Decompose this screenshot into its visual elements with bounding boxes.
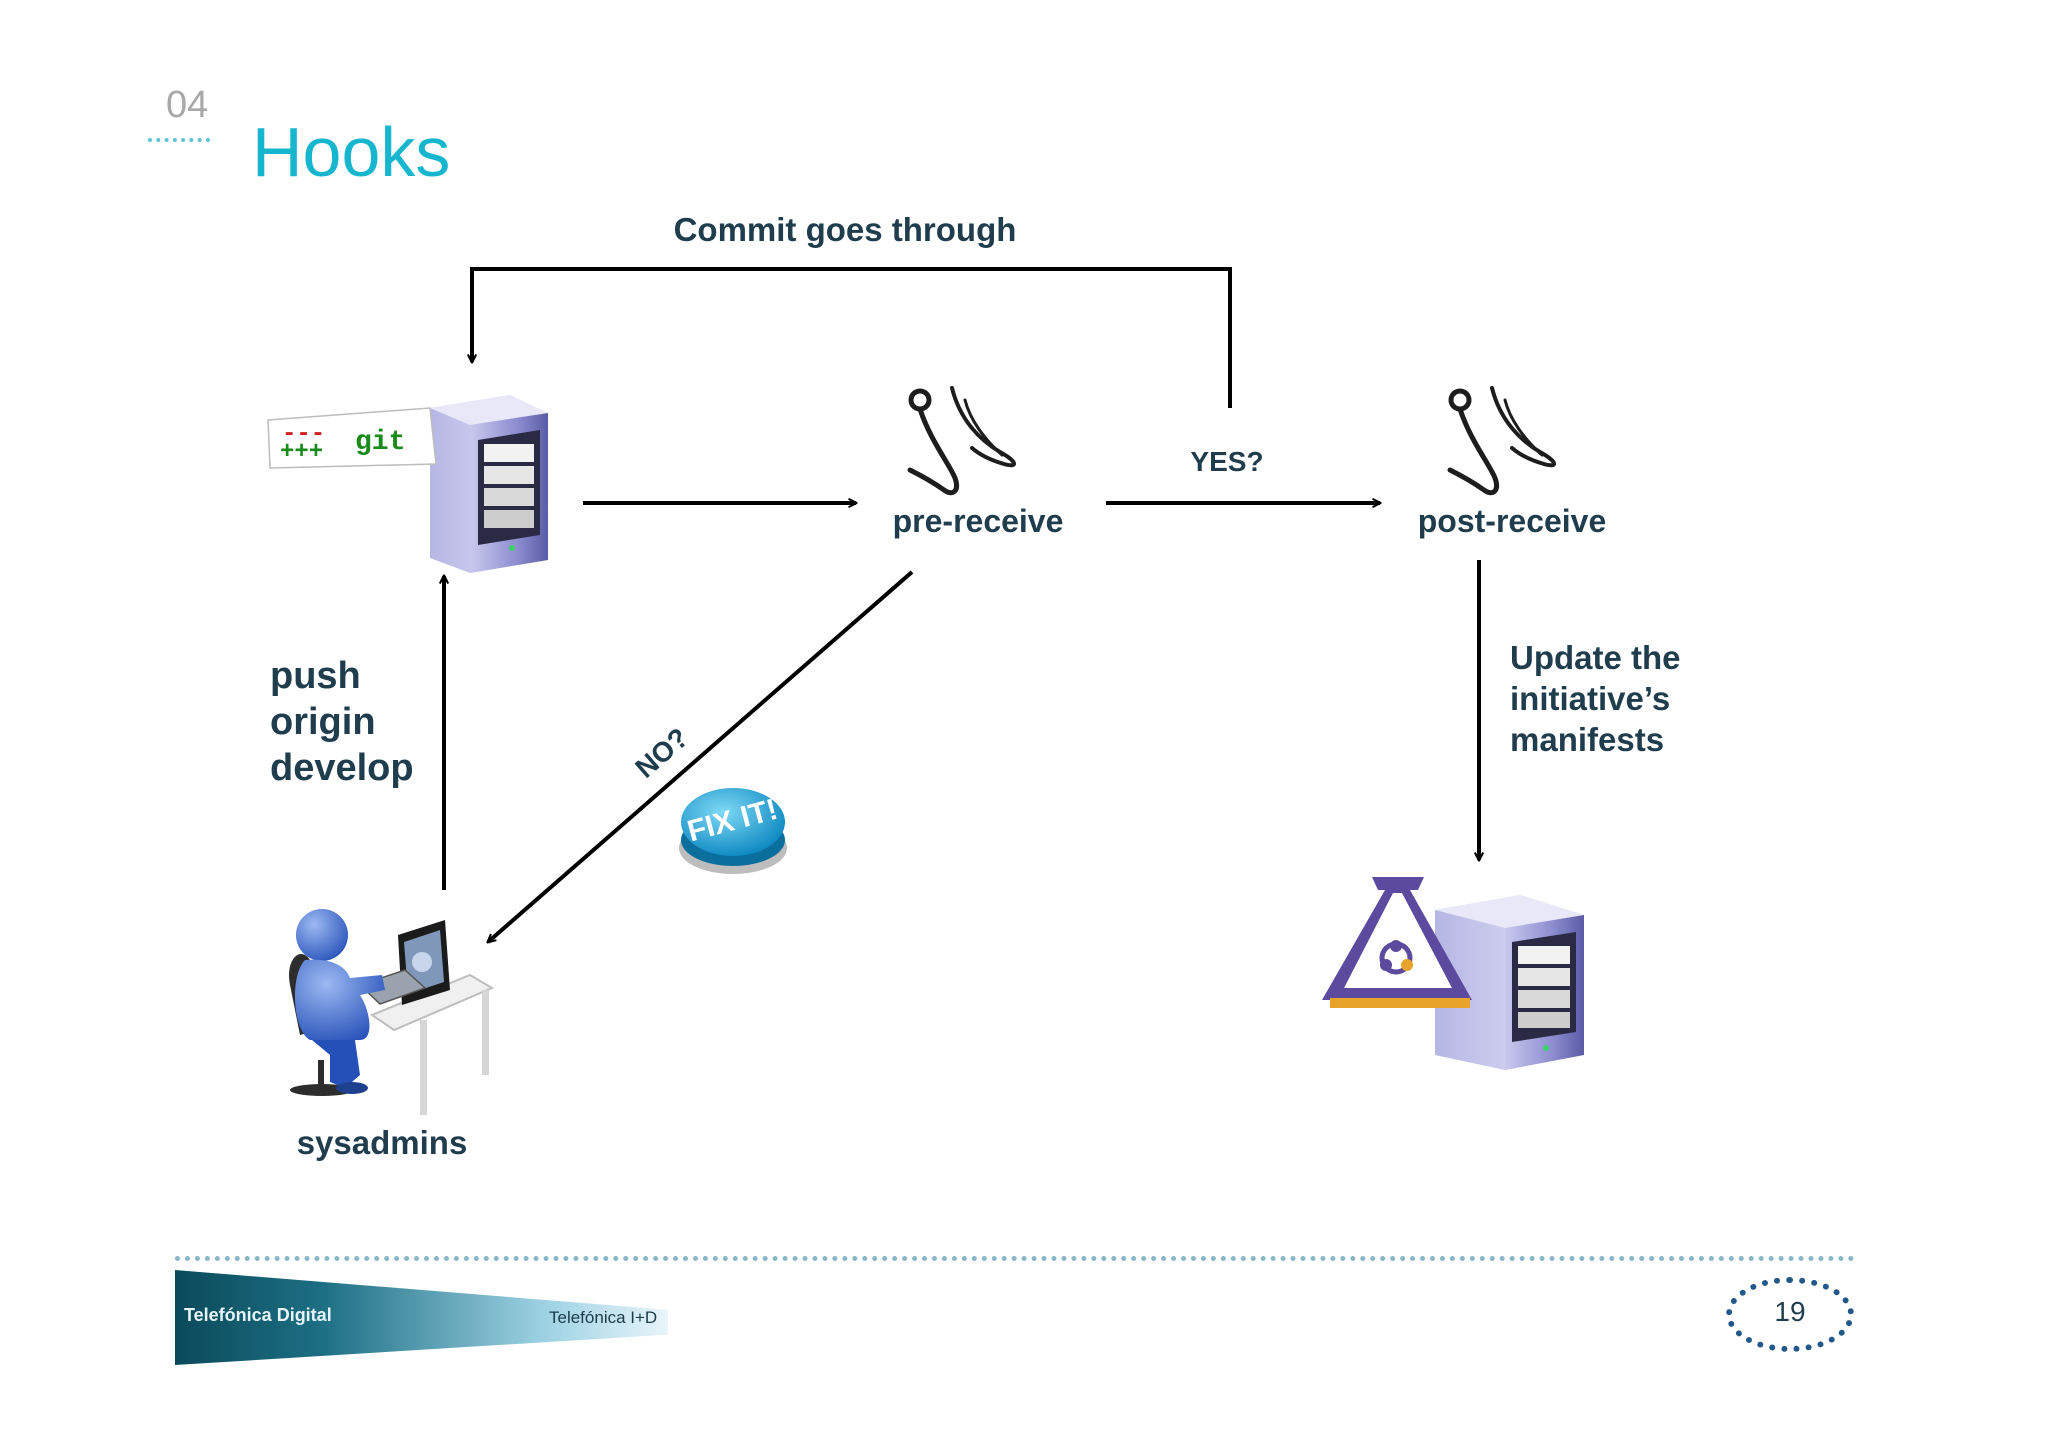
push-line-1: push — [270, 655, 361, 697]
push-origin-develop-label: push origin develop — [270, 655, 414, 789]
yes-label: YES? — [1190, 446, 1263, 477]
initiative-flask-logo-icon — [1322, 877, 1472, 1008]
update-manifests-label: Update the initiative’s manifests — [1510, 639, 1690, 758]
manifests-server-icon — [1435, 895, 1584, 1070]
git-badge-plus: +++ — [280, 439, 323, 466]
git-server-icon — [430, 395, 548, 573]
git-badge-text: git — [355, 427, 405, 458]
page-number-badge — [1726, 1277, 1854, 1352]
no-label: NO? — [629, 722, 694, 784]
commit-goes-through-label: Commit goes through — [674, 211, 1017, 248]
page-number: 19 — [1774, 1296, 1806, 1327]
fix-it-button-icon: FIX IT! — [679, 788, 787, 874]
post-receive-hook-icon — [1447, 386, 1556, 496]
git-badge-minus: --- — [282, 421, 325, 448]
sysadmins-label: sysadmins — [297, 1124, 468, 1161]
update-line-1: Update the — [1510, 639, 1681, 676]
update-line-2: initiative’s — [1510, 680, 1670, 717]
footer-divider — [175, 1256, 1855, 1261]
push-line-3: develop — [270, 747, 414, 789]
footer-division: Telefónica I+D — [549, 1308, 658, 1327]
update-line-3: manifests — [1510, 721, 1664, 758]
section-number: 04 — [166, 84, 209, 126]
slide-title: Hooks — [252, 113, 451, 191]
git-badge: --- +++ git — [267, 407, 437, 469]
pre-receive-label: pre-receive — [893, 503, 1064, 539]
section-divider — [148, 138, 210, 142]
commit-loop-arrow — [472, 267, 1232, 408]
footer-company: Telefónica Digital — [184, 1305, 332, 1325]
sysadmin-person-icon — [289, 909, 495, 1115]
pre-receive-hook-icon — [907, 386, 1016, 496]
post-receive-label: post-receive — [1418, 503, 1607, 539]
no-arrow — [488, 570, 914, 942]
push-line-2: origin — [270, 701, 376, 743]
